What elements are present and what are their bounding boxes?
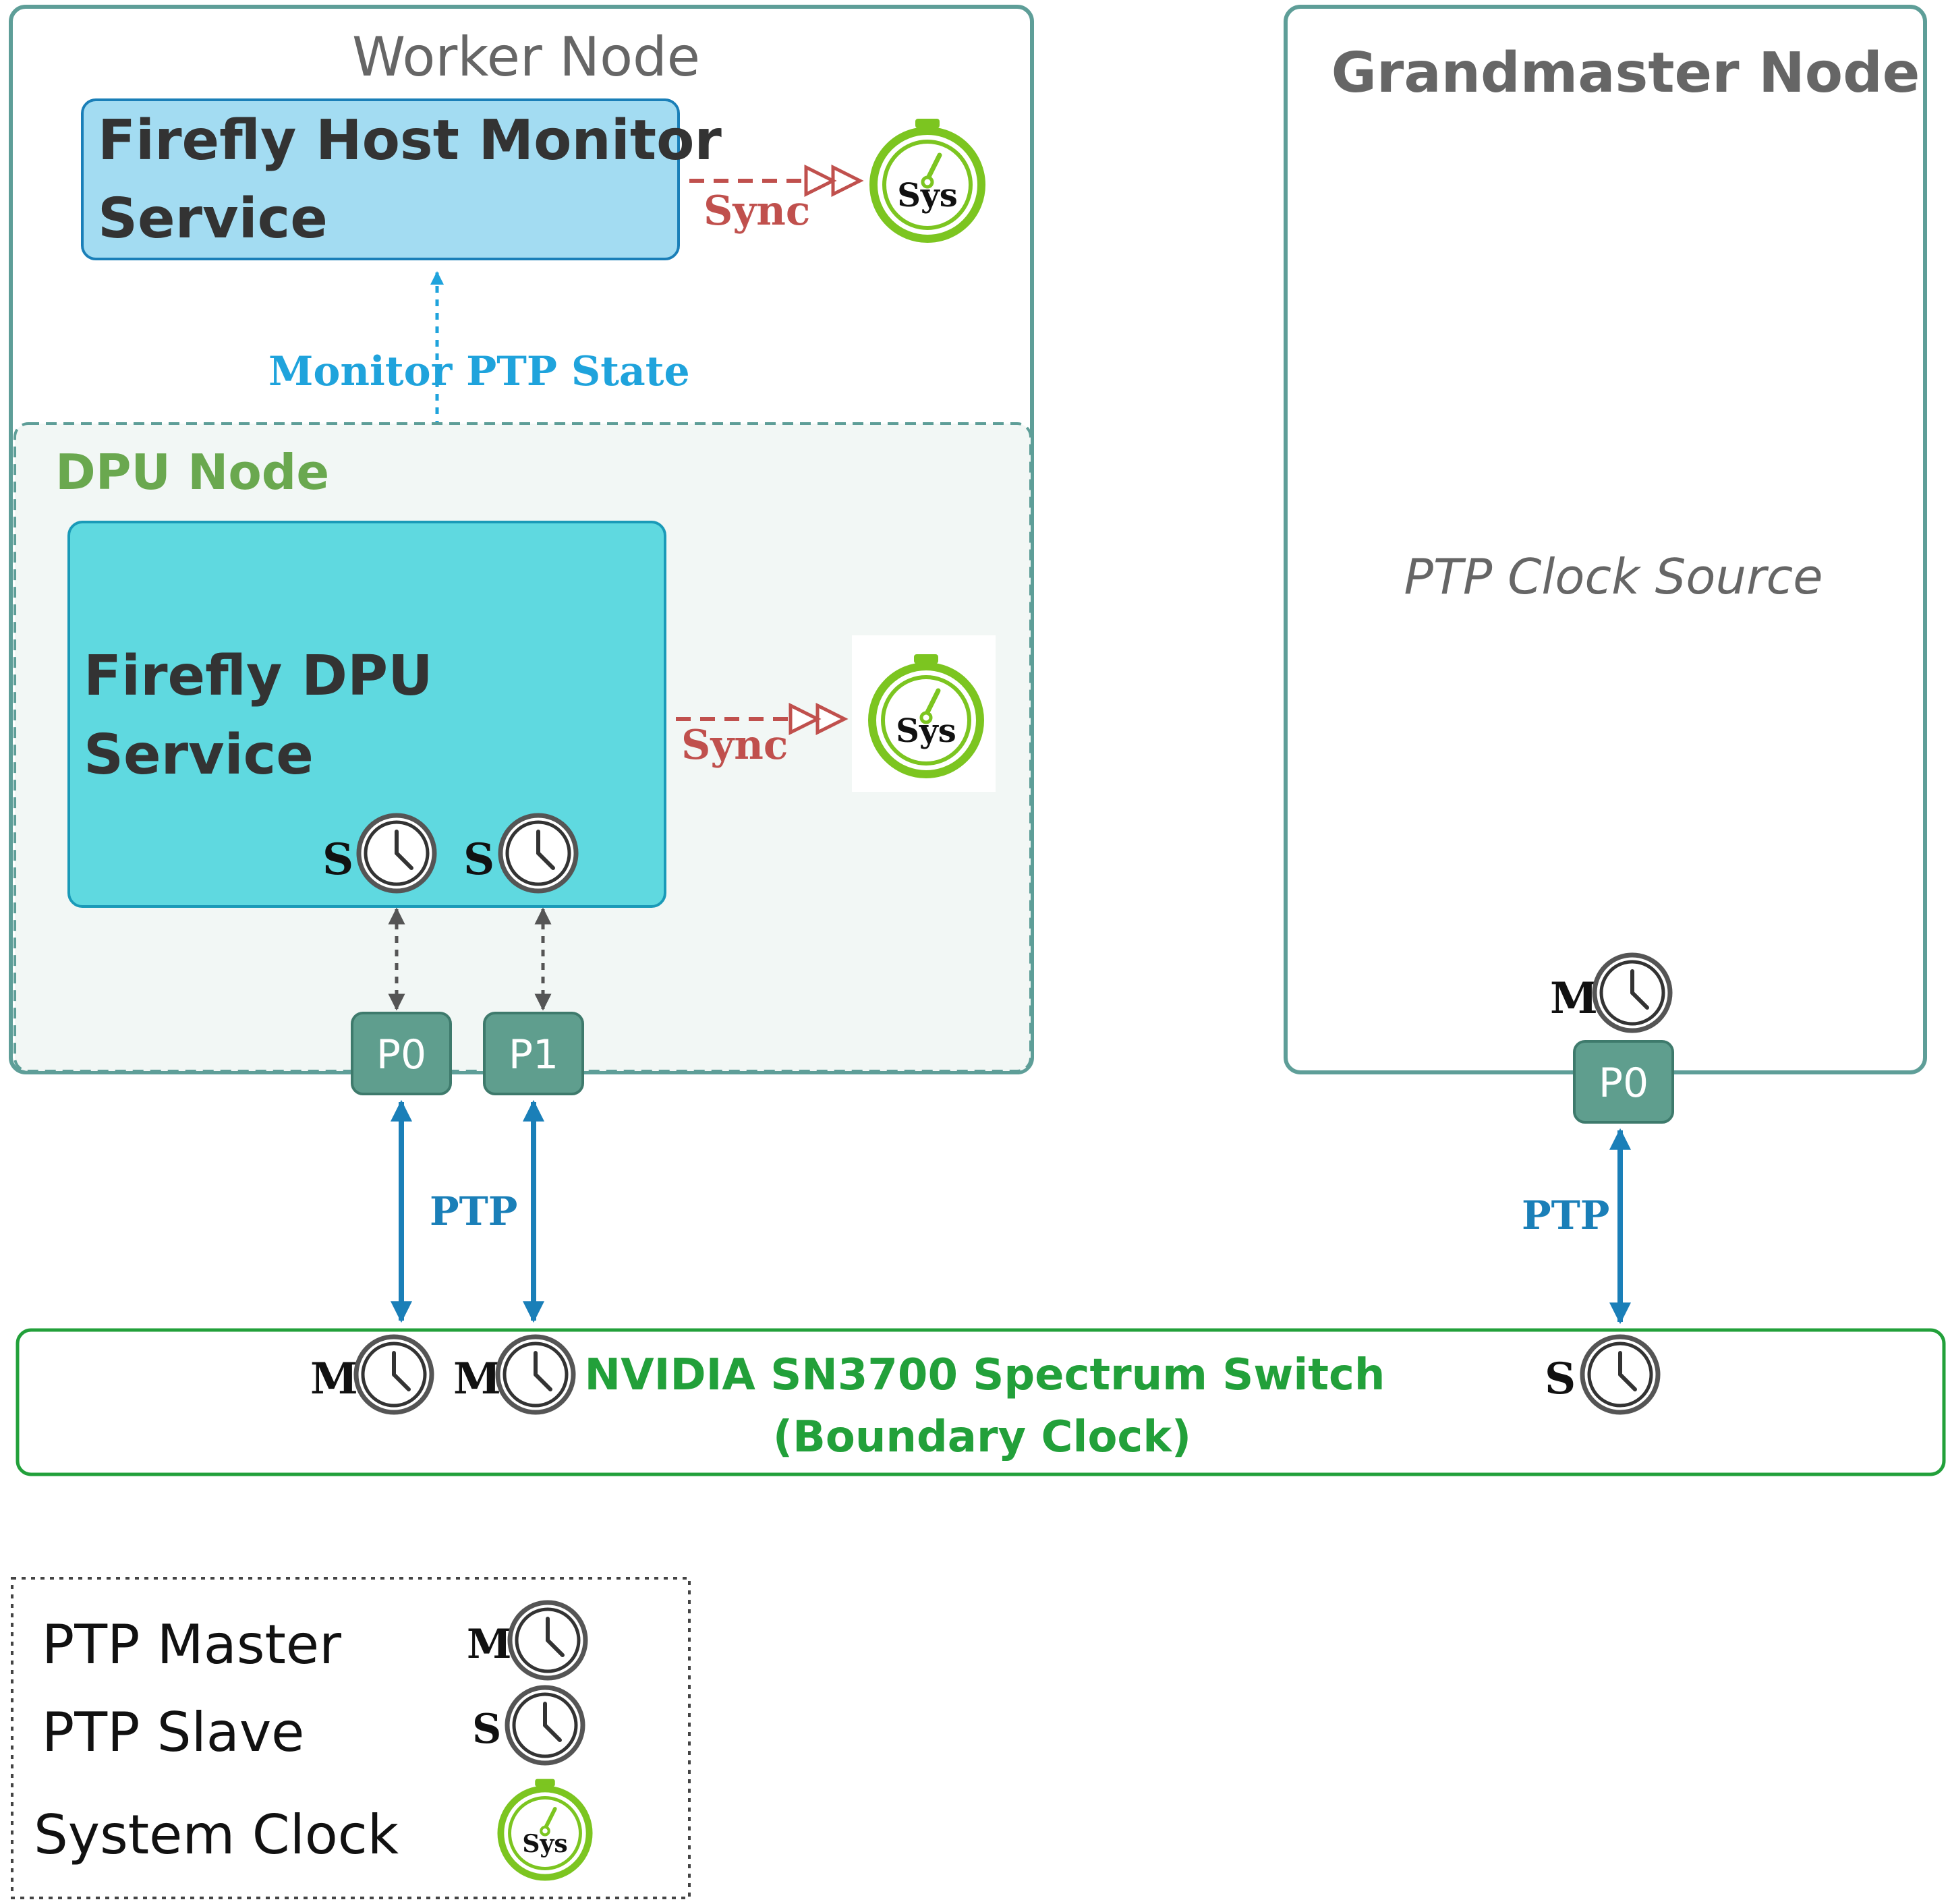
dpu-port-p1-label: P1: [509, 1031, 558, 1078]
ptp-label-grandmaster: PTP: [1522, 1192, 1609, 1238]
host-monitor-service-label-line2: Service: [98, 187, 328, 251]
legend-master-role: M: [467, 1621, 511, 1668]
grandmaster-subtitle: PTP Clock Source: [1404, 548, 1823, 605]
grandmaster-master-role: M: [1550, 973, 1598, 1024]
dpu-port-p1[interactable]: [483, 1012, 584, 1095]
legend-system-clock-label: System Clock: [34, 1804, 399, 1866]
legend-slave-clock-icon: [507, 1687, 583, 1763]
grandmaster-node-box: [1284, 5, 1927, 1074]
dpu-service-label-line2: Service: [84, 723, 314, 787]
worker-node-title: Worker Node: [352, 26, 700, 88]
switch-master-role-2: M: [453, 1354, 501, 1404]
host-sync-label: Sync: [704, 187, 810, 235]
host-sys-label: Sys: [897, 177, 958, 214]
legend-system-clock-icon: Sys: [500, 1779, 589, 1878]
host-sync-arrowhead: [804, 164, 864, 198]
legend-ptp-slave-label: PTP Slave: [42, 1701, 304, 1764]
grandmaster-port-p0-label: P0: [1599, 1060, 1648, 1107]
switch-master-clock-icon-2: [498, 1337, 573, 1412]
dpu-node-title: DPU Node: [55, 444, 329, 500]
dpu-port-p0[interactable]: [351, 1012, 452, 1095]
dpu-sync-label: Sync: [681, 722, 788, 769]
dpu-system-clock-icon: Sys: [872, 654, 980, 774]
legend-master-clock-icon: [510, 1603, 585, 1678]
legend-slave-role: S: [472, 1706, 501, 1753]
host-monitor-service-label-line1: Firefly Host Monitor: [98, 109, 722, 173]
dpu-slave-role-2: S: [463, 834, 494, 885]
host-system-clock-icon: Sys: [873, 119, 981, 239]
switch-label-line1: NVIDIA SN3700 Spectrum Switch: [585, 1350, 1385, 1400]
dpu-sync-arrowhead: [788, 702, 849, 736]
legend-ptp-master-label: PTP Master: [42, 1613, 341, 1676]
dpu-slave-clock-icon-1: [359, 815, 434, 891]
grandmaster-port-p0[interactable]: [1573, 1040, 1674, 1124]
monitor-ptp-state-label: Monitor PTP State: [268, 348, 690, 395]
ptp-label-dpu: PTP: [430, 1188, 517, 1234]
grandmaster-node-title: Grandmaster Node: [1331, 41, 1920, 105]
grandmaster-master-clock-icon: [1595, 955, 1670, 1031]
switch-master-clock-icon-1: [356, 1337, 432, 1412]
dpu-slave-clock-icon-2: [500, 815, 576, 891]
switch-label-line2: (Boundary Clock): [773, 1412, 1191, 1462]
dpu-service-label-line1: Firefly DPU: [84, 644, 433, 708]
dpu-service-box[interactable]: [67, 521, 666, 908]
legend-sys-label: Sys: [522, 1829, 567, 1858]
dpu-port-p0-label: P0: [376, 1031, 426, 1078]
switch-slave-role: S: [1545, 1354, 1576, 1404]
switch-master-role-1: M: [310, 1354, 358, 1404]
host-monitor-service-box[interactable]: [81, 98, 680, 260]
dpu-slave-role-1: S: [322, 834, 353, 885]
dpu-sys-label: Sys: [896, 712, 956, 750]
switch-slave-clock-icon: [1582, 1337, 1658, 1412]
